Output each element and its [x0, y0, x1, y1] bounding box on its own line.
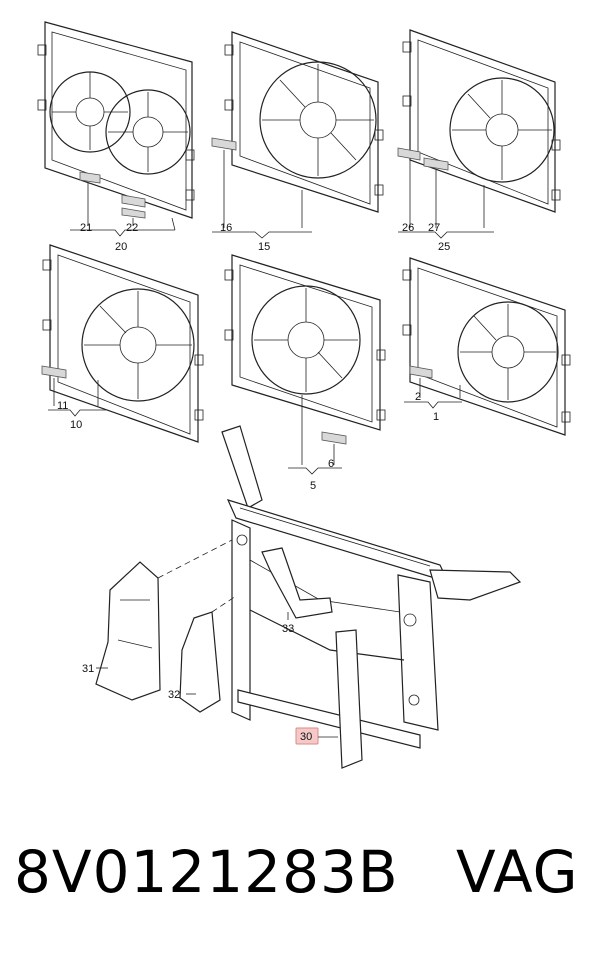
part-number: 8V0121283B — [14, 838, 399, 906]
callout-1: 1 — [433, 411, 439, 423]
callout-22: 22 — [126, 222, 138, 234]
callout-30: 30 — [300, 731, 312, 743]
callout-10: 10 — [70, 419, 82, 431]
callout-25: 25 — [438, 241, 450, 253]
air-guide-32 — [179, 611, 221, 713]
exploded-parts-diagram: 21 22 20 16 15 — [37, 21, 571, 769]
callout-32: 32 — [168, 689, 180, 701]
callout-11: 11 — [57, 400, 68, 412]
callout-6: 6 — [328, 458, 334, 470]
callout-5: 5 — [310, 480, 316, 492]
callout-31: 31 — [82, 663, 94, 675]
fan-shroud-25 — [402, 29, 561, 213]
fan-shroud-10 — [42, 244, 204, 443]
callout-26: 26 — [402, 222, 414, 234]
callout-2: 2 — [415, 391, 421, 403]
callout-15: 15 — [258, 241, 270, 253]
brand-label: VAG — [456, 838, 579, 906]
bracket-33 — [261, 547, 333, 619]
fan-shroud-1 — [402, 257, 571, 436]
callout-21: 21 — [80, 222, 92, 234]
fan-shroud-twin — [37, 21, 195, 219]
fan-shroud-15 — [224, 31, 384, 213]
callout-30-highlight — [295, 727, 319, 745]
callout-16: 16 — [220, 222, 232, 234]
callout-27: 27 — [428, 222, 440, 234]
fan-shroud-5 — [224, 254, 386, 431]
lock-carrier-assembly — [221, 425, 522, 769]
air-guide-31 — [95, 561, 161, 701]
callout-20: 20 — [115, 241, 127, 253]
callout-33: 33 — [282, 623, 294, 635]
